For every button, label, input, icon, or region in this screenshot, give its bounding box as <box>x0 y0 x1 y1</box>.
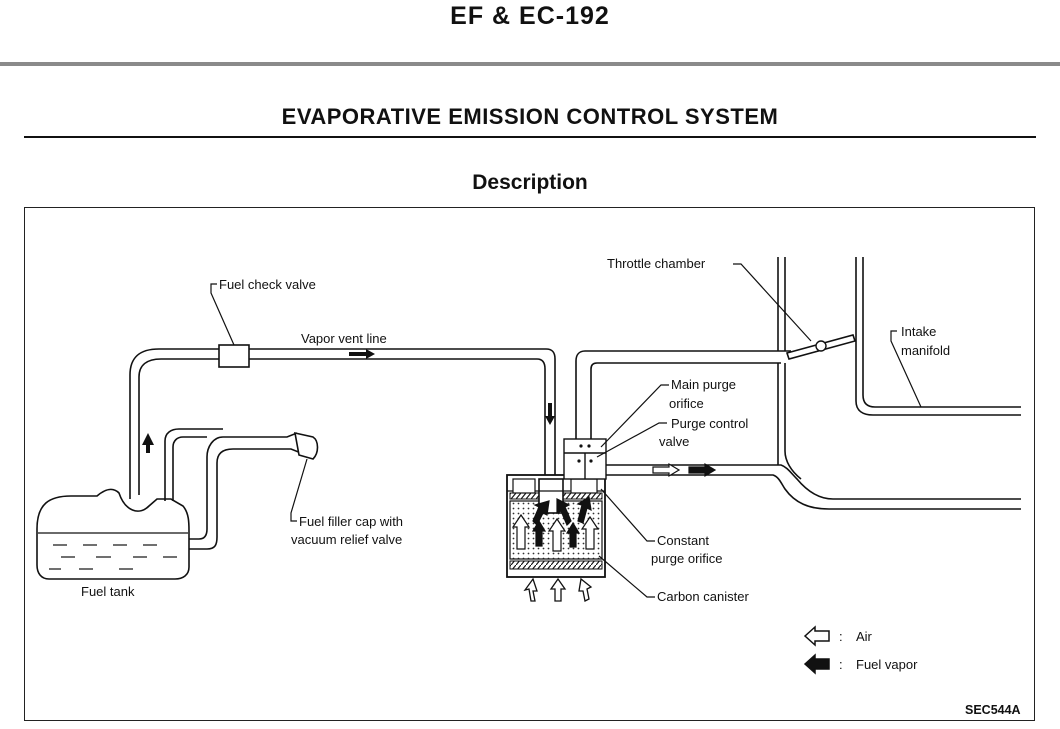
leader-lines <box>210 263 922 598</box>
page-header: EF & EC-192 <box>0 0 1060 66</box>
section-title: EVAPORATIVE EMISSION CONTROL SYSTEM <box>281 104 779 129</box>
vapor-arrow-right <box>349 349 375 359</box>
label-fuel-filler-cap-line2: vacuum relief valve <box>291 532 402 547</box>
label-purge-control-valve-line2: valve <box>659 434 689 449</box>
air-arrow-purge <box>652 462 681 478</box>
intake-manifold <box>855 257 1021 416</box>
fuel-filler-cap <box>293 431 319 460</box>
vapor-arrow-purge <box>688 462 717 478</box>
figure-code: SEC544A <box>965 703 1021 717</box>
canister-air-inlet-arrows <box>523 577 593 602</box>
legend-fuel-vapor-separator: : <box>839 657 843 672</box>
subsection-title: Description <box>472 171 588 194</box>
label-constant-purge-orifice-line2: purge orifice <box>651 551 723 566</box>
legend-air-label: Air <box>856 629 873 644</box>
legend-fuel-vapor-icon <box>803 653 830 675</box>
vapor-arrow-up <box>142 433 154 453</box>
diagram-labels: Fuel check valve Vapor vent line Throttl… <box>81 256 950 604</box>
label-fuel-filler-cap-line1: Fuel filler cap with <box>299 514 403 529</box>
legend-air-icon <box>803 625 830 647</box>
fuel-check-valve <box>218 344 250 368</box>
label-constant-purge-orifice-line1: Constant <box>657 533 709 548</box>
label-throttle-chamber: Throttle chamber <box>607 256 706 271</box>
legend-air-separator: : <box>839 629 843 644</box>
label-carbon-canister: Carbon canister <box>657 589 749 604</box>
vapor-arrow-down <box>545 403 555 425</box>
label-main-purge-orifice-line1: Main purge <box>671 377 736 392</box>
section-divider <box>24 136 1036 138</box>
purge-orifice-dots <box>577 444 593 463</box>
label-fuel-tank: Fuel tank <box>81 584 135 599</box>
fuel-filler-neck <box>164 428 302 550</box>
vapor-vent-line <box>129 348 556 499</box>
label-vapor-vent-line: Vapor vent line <box>301 331 387 346</box>
label-purge-control-valve-line1: Purge control <box>671 416 748 431</box>
throttle-valve <box>785 334 857 360</box>
fuel-tank <box>36 488 190 580</box>
purge-flow-arrows <box>652 462 717 478</box>
label-main-purge-orifice-line2: orifice <box>669 396 704 411</box>
legend-fuel-vapor-label: Fuel vapor <box>856 657 918 672</box>
header-divider <box>0 62 1060 66</box>
label-fuel-check-valve: Fuel check valve <box>219 277 316 292</box>
purge-control-valve <box>563 438 607 480</box>
system-diagram: Fuel check valve Vapor vent line Throttl… <box>24 207 1035 721</box>
vapor-flow-arrows <box>142 349 555 453</box>
page-number: EF & EC-192 <box>450 2 610 30</box>
purge-line <box>575 350 1021 510</box>
throttle-chamber <box>777 257 802 480</box>
label-intake-manifold-line2: manifold <box>901 343 950 358</box>
label-intake-manifold-line1: Intake <box>901 324 936 339</box>
canister-internal-flow <box>511 496 600 552</box>
legend: : Air : Fuel vapor <box>803 625 918 675</box>
diagram-drawing: Fuel check valve Vapor vent line Throttl… <box>36 256 1021 717</box>
